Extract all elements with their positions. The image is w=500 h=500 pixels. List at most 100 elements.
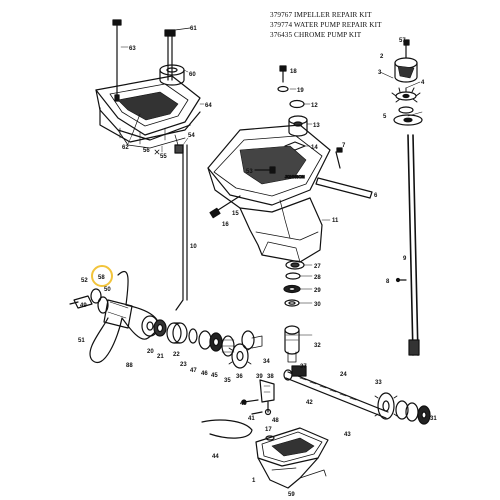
label-32: 32: [314, 343, 321, 349]
label-10: 10: [190, 244, 197, 250]
label-43: 43: [344, 432, 351, 438]
impeller-housing-13: [288, 115, 308, 137]
label-2: 2: [380, 54, 384, 60]
key-4: [398, 106, 414, 114]
pinion-34: [241, 330, 263, 350]
label-38: 38: [267, 374, 274, 380]
label-47: 47: [190, 368, 197, 374]
label-40: 40: [240, 401, 247, 407]
lower-unit-43-48: [255, 427, 329, 489]
drive-shaft-housing-64: [95, 75, 201, 149]
label-36: 36: [236, 374, 243, 380]
label-17: 17: [265, 427, 272, 433]
label-6: 6: [374, 193, 378, 199]
label-54: 54: [188, 133, 195, 139]
label-49: 49: [80, 303, 87, 309]
svg-text:JOHNSON: JOHNSON: [285, 174, 305, 179]
label-46: 46: [201, 371, 208, 377]
label-24: 24: [340, 372, 347, 378]
kit-line-impeller: 379767 IMPELLER REPAIR KIT: [270, 11, 372, 19]
label-59: 59: [288, 492, 295, 498]
bolt-63: [112, 19, 122, 102]
gasket-12: [289, 99, 305, 109]
label-62: 62: [122, 145, 129, 151]
label-22: 22: [173, 352, 180, 358]
label-44: 44: [212, 454, 219, 460]
label-5: 5: [383, 114, 387, 120]
label-37: 37: [300, 364, 307, 370]
nut-52-50-49: [69, 288, 109, 314]
label-29: 29: [314, 288, 321, 294]
bearing-carrier-22: [166, 322, 188, 344]
label-61: 61: [190, 26, 197, 32]
label-12: 12: [311, 103, 318, 109]
gear-35-36: [228, 343, 252, 369]
label-1: 1: [252, 478, 256, 484]
label-55: 55: [160, 154, 167, 160]
bearing-47-46: [198, 330, 223, 352]
gear-33: [374, 392, 398, 420]
label-50: 50: [104, 287, 111, 293]
propeller-shaft-42: [283, 369, 389, 419]
label-63: 63: [129, 46, 136, 52]
label-88: 88: [126, 363, 133, 369]
shift-rod-10: [175, 144, 188, 311]
part-labels: 61 63 60 64 62 54 56 55 18 19 12 13 14 5…: [78, 26, 437, 498]
label-42: 42: [306, 400, 313, 406]
bearing-31: [395, 400, 431, 425]
washer-19: [277, 85, 289, 93]
o-ring-23: [188, 328, 198, 344]
label-15: 15: [232, 211, 239, 217]
label-18: 18: [290, 69, 297, 75]
label-39: 39: [256, 374, 263, 380]
kit-line-water-pump: 379774 WATER PUMP REPAIR KIT: [270, 21, 382, 29]
screw-18: [279, 65, 287, 83]
gearcase-11: JOHNSON: [207, 124, 331, 263]
label-58-highlighted: 58: [98, 275, 105, 281]
label-34: 34: [263, 359, 270, 365]
label-30: 30: [314, 302, 321, 308]
label-11: 11: [332, 218, 339, 224]
label-53: 53: [246, 169, 253, 175]
pump-housing-2: [394, 57, 418, 83]
shift-handle-6-7: [315, 147, 373, 199]
label-4: 4: [421, 80, 425, 86]
label-33: 33: [375, 380, 382, 386]
label-31: 31: [430, 416, 437, 422]
bushing-30: [284, 299, 300, 307]
label-28: 28: [314, 275, 321, 281]
shift-bracket-38-39: [241, 379, 275, 416]
drive-shaft-32: [284, 325, 300, 363]
label-41: 41: [248, 416, 255, 422]
label-57: 57: [399, 38, 406, 44]
bearing-27: [285, 260, 305, 270]
leader-lines: [120, 46, 331, 336]
label-9: 9: [403, 256, 407, 262]
screw-57: [403, 39, 410, 59]
bolt-15-16: [209, 195, 241, 219]
label-35: 35: [224, 378, 231, 384]
label-56: 56: [143, 148, 150, 154]
label-64: 64: [205, 103, 212, 109]
highlight-ring: [91, 265, 113, 287]
label-7: 7: [342, 143, 346, 149]
impeller-3: [391, 87, 421, 103]
label-19: 19: [297, 88, 304, 94]
washer-29: [283, 284, 301, 294]
label-21: 21: [157, 354, 164, 360]
pin-8: [395, 277, 407, 283]
label-20: 20: [147, 349, 154, 355]
bolt-53: [254, 166, 276, 174]
drive-shaft-9: [407, 134, 420, 356]
repair-kit-list: 379767 IMPELLER REPAIR KIT 379774 WATER …: [270, 10, 410, 40]
label-3: 3: [378, 70, 382, 76]
propeller-58: [89, 271, 159, 363]
label-48: 48: [272, 418, 279, 424]
label-14: 14: [311, 145, 318, 151]
seal-28: [285, 272, 301, 280]
label-60: 60: [189, 72, 196, 78]
cable-44: [201, 419, 253, 439]
label-8: 8: [386, 279, 390, 285]
label-45: 45: [211, 373, 218, 379]
